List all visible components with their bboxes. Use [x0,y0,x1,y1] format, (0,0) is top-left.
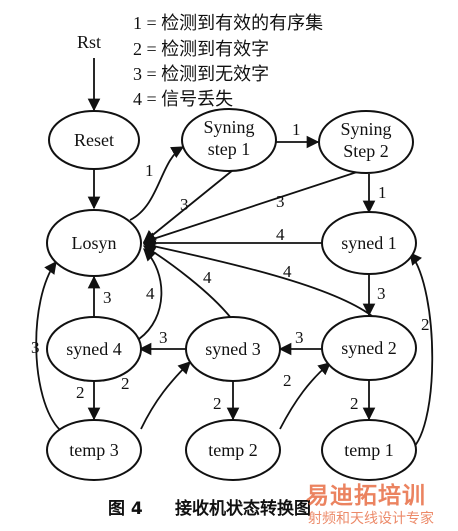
node-syning-step-2-line-1: Syning [340,119,391,139]
edge-label-synced1-synced2: 3 [377,284,386,303]
edge-label-synced3-losyn: 4 [203,268,212,287]
edge-losyn-step1 [129,146,185,221]
node-temp-2-label: temp 2 [208,440,258,460]
legend-line-2: 2 = 检测到有效字 [133,39,269,59]
edge-label-step1-losyn: 3 [180,195,189,214]
node-synced-4-label: syned 4 [66,339,122,359]
edge-label-temp1-synced1: 2 [421,315,430,334]
node-temp-3-label: temp 3 [69,440,119,460]
figure-number: 图 4 [108,499,143,519]
edge-label-synced2-losyn: 4 [283,262,292,281]
node-syning-step-2-line-2: Step 2 [343,141,389,161]
edge-label-temp2-synced2: 2 [283,371,292,390]
edge-label-synced4-losyn-a: 3 [103,288,112,307]
node-syning-step-1: Syning step 1 [181,108,277,172]
node-temp-3: temp 3 [46,419,142,481]
edge-synced4-losyn-b [138,248,163,340]
edge-temp1-synced1 [407,252,434,453]
watermark-subtitle: 射频和天线设计专家 [308,511,434,527]
node-synced-1-label: syned 1 [341,233,397,253]
edge-label-temp3-synced3: 2 [121,374,130,393]
edge-synced2-losyn [142,240,373,317]
node-syning-step-1-line-2: step 1 [208,139,251,159]
edge-temp3-losyn [35,260,61,431]
node-synced-1: syned 1 [321,211,417,275]
node-synced-4: syned 4 [46,316,142,382]
edge-label-synced2-synced3: 3 [295,328,304,347]
edge-label-step2-synced1: 1 [378,183,387,202]
node-temp-1: temp 1 [321,419,417,481]
node-synced-3-label: syned 3 [205,339,261,359]
node-temp-1-label: temp 1 [344,440,394,460]
edge-label-synced3-temp2: 2 [213,394,222,413]
edge-label-synced3-synced4: 3 [159,328,168,347]
edge-label-losyn-step1: 1 [145,161,154,180]
figure-title: 接收机状态转换图 [175,499,311,519]
edge-label-synced4-temp3: 2 [76,383,85,402]
edge-step2-losyn [142,171,358,245]
watermark-logo: 易迪拓培训 [306,483,426,509]
node-synced-3: syned 3 [185,316,281,382]
edge-label-step1-step2: 1 [292,120,301,139]
node-syning-step-2: Syning Step 2 [318,110,414,174]
edge-temp2-synced2 [279,362,331,430]
edge-label-temp3-losyn: 3 [31,338,40,357]
edge-temp3-synced3 [140,361,191,430]
node-synced-2-label: syned 2 [341,338,397,358]
edge-labels: 1 1 3 3 1 4 4 4 3 4 3 3 3 2 2 2 2 2 2 3 [31,120,430,413]
legend-line-4: 4 = 信号丢失 [133,89,233,109]
node-syning-step-1-line-1: Syning [203,117,254,137]
entry-label: Rst [77,32,101,52]
edge-label-synced4-losyn-b: 4 [146,284,155,303]
node-losyn-label: Losyn [72,233,117,253]
edges [35,58,434,453]
edge-step1-losyn [143,169,234,243]
node-reset-label: Reset [74,130,114,150]
node-synced-2: syned 2 [321,315,417,381]
legend-line-3: 3 = 检测到无效字 [133,64,269,84]
node-losyn: Losyn [46,209,142,277]
edge-synced3-losyn [142,245,232,319]
state-transition-diagram: 1 = 检测到有效的有序集 2 = 检测到有效字 3 = 检测到无效字 4 = … [31,13,434,481]
watermark: 易迪拓培训 射频和天线设计专家 [286,476,458,531]
figure-caption: 图 4 接收机状态转换图 [0,494,458,524]
edge-label-synced2-temp1: 2 [350,394,359,413]
edge-label-step2-losyn: 3 [276,192,285,211]
legend: 1 = 检测到有效的有序集 2 = 检测到有效字 3 = 检测到无效字 4 = … [133,13,323,109]
edge-label-synced1-losyn: 4 [276,225,285,244]
legend-line-1: 1 = 检测到有效的有序集 [133,13,323,33]
node-reset: Reset [48,110,140,170]
node-temp-2: temp 2 [185,419,281,481]
